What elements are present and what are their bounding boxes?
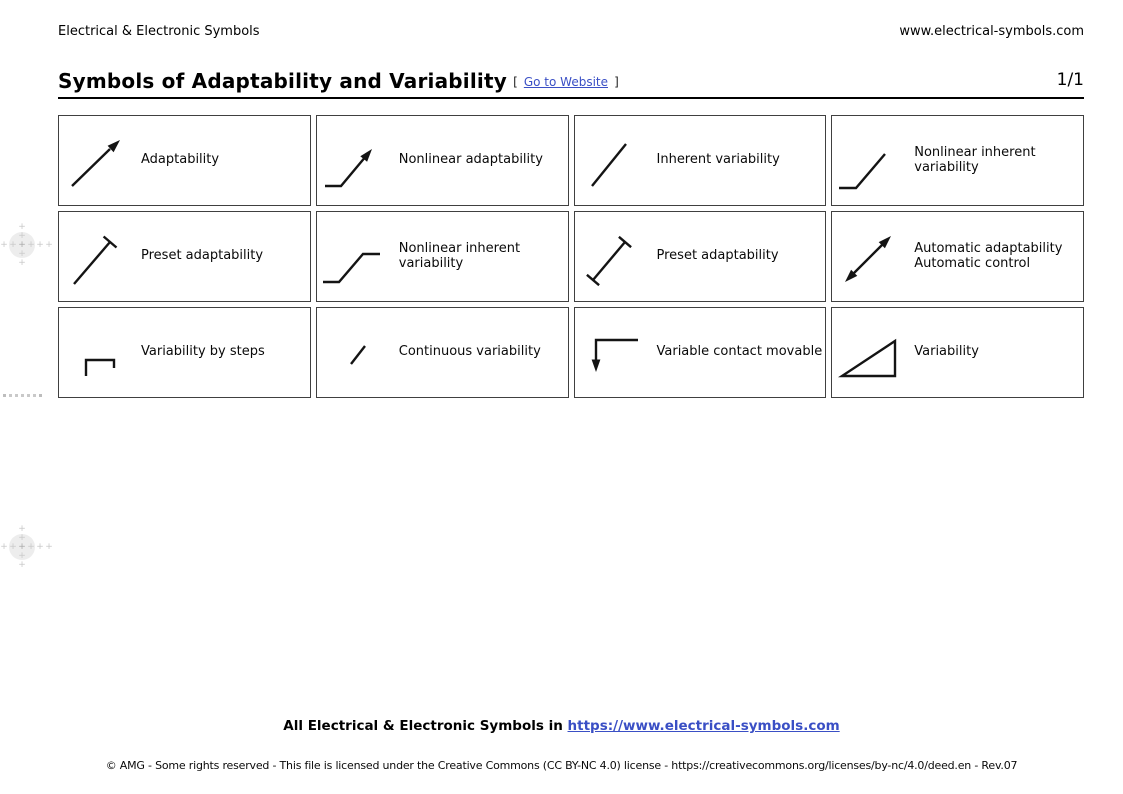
symbol-label: Preset adaptability xyxy=(656,248,779,264)
footer-lead-text: All Electrical & Electronic Symbols in xyxy=(283,718,563,734)
diagonal-line-icon xyxy=(575,126,657,196)
header-website: www.electrical-symbols.com xyxy=(899,24,1084,39)
arrow-down-from-line-icon xyxy=(575,318,657,388)
header-brand: Electrical & Electronic Symbols xyxy=(58,24,260,39)
diagonal-line-tbar-both-icon xyxy=(575,222,657,292)
symbol-label: Preset adaptability xyxy=(141,248,264,264)
symbol-label: Variability by steps xyxy=(141,344,265,360)
symbol-cell-nonlinear-adaptability: Nonlinear adaptability xyxy=(315,115,569,206)
symbol-grid: Adaptability Nonlinear adaptability Inhe… xyxy=(58,115,1084,398)
symbol-cell-nonlinear-inherent-variability: Nonlinear inherent variability xyxy=(831,115,1084,206)
symbol-label: Nonlinear inherent variability xyxy=(398,240,521,271)
triangle-ramp-icon xyxy=(832,318,914,388)
title-rule xyxy=(58,97,1084,99)
symbol-label: Nonlinear inherent variability xyxy=(914,144,1036,175)
symbol-label: Continuous variability xyxy=(398,344,541,360)
symbol-label: Variable contact movable xyxy=(656,344,823,360)
symbol-cell-variability-by-steps: Variability by steps xyxy=(58,307,311,398)
bracket-close: ] xyxy=(614,75,619,89)
footer-license-text: © AMG - Some rights reserved - This file… xyxy=(105,759,1018,772)
ramp-line-icon xyxy=(317,222,399,292)
symbol-cell-continuous-variability: Continuous variability xyxy=(315,307,569,398)
symbol-cell-nonlinear-inherent-variability-2: Nonlinear inherent variability xyxy=(315,211,569,302)
nonlinear-diagonal-line-icon xyxy=(832,126,914,196)
symbol-cell-inherent-variability: Inherent variability xyxy=(573,115,827,206)
diagonal-line-tbar-top-icon xyxy=(59,222,141,292)
symbol-label: Variability xyxy=(914,344,979,360)
bracket-open: [ xyxy=(513,75,518,89)
step-line-icon xyxy=(59,318,141,388)
symbol-cell-adaptability: Adaptability xyxy=(58,115,311,206)
symbol-cell-preset-adaptability-2: Preset adaptability xyxy=(573,211,827,302)
symbol-cell-variability: Variability xyxy=(831,307,1084,398)
footer-promo: All Electrical & Electronic Symbols in h… xyxy=(0,718,1123,734)
double-headed-diagonal-arrow-icon xyxy=(832,222,914,292)
symbol-label: Nonlinear adaptability xyxy=(398,152,543,168)
page-title: Symbols of Adaptability and Variability xyxy=(58,69,507,93)
symbol-cell-preset-adaptability: Preset adaptability xyxy=(58,211,311,302)
nonlinear-arrow-up-right-icon xyxy=(317,126,399,196)
footer-website-link[interactable]: https://www.electrical-symbols.com xyxy=(567,718,840,734)
short-slash-icon xyxy=(317,318,399,388)
symbol-label: Adaptability xyxy=(141,152,220,168)
page-indicator: 1/1 xyxy=(1056,70,1084,90)
title-bar: Symbols of Adaptability and Variability … xyxy=(58,69,958,93)
symbol-cell-automatic-adaptability: Automatic adaptability Automatic control xyxy=(831,211,1084,302)
symbol-label: Inherent variability xyxy=(656,152,780,168)
go-to-website-link[interactable]: Go to Website xyxy=(523,75,608,89)
symbol-label: Automatic adaptability Automatic control xyxy=(914,240,1063,271)
symbol-cell-variable-contact-movable: Variable contact movable xyxy=(573,307,827,398)
arrow-up-right-icon xyxy=(59,126,141,196)
